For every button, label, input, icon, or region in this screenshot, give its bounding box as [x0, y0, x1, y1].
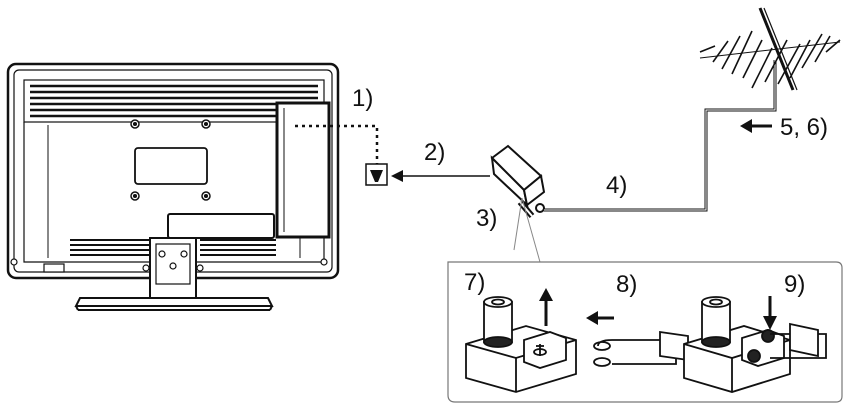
detail-connector-left — [465, 296, 577, 393]
label-step-9: 9) — [784, 271, 805, 298]
label-step-7: 7) — [464, 269, 485, 296]
dotted-cable — [295, 124, 379, 165]
top-vent — [30, 84, 318, 118]
label-step-1: 1) — [352, 85, 373, 112]
label-step-8: 8) — [616, 271, 637, 298]
bottom-vent-left — [70, 239, 150, 256]
arrow-up — [539, 288, 553, 326]
booster-box — [490, 144, 546, 218]
antenna-cable — [544, 60, 777, 212]
vesa-screws — [130, 119, 211, 201]
callout-lines — [513, 197, 541, 263]
antenna-socket — [365, 163, 388, 186]
arrow-to-mast — [740, 119, 772, 133]
label-step-5-6: 5, 6) — [780, 114, 828, 141]
bottom-vent-right — [200, 239, 276, 256]
arrow-down — [763, 296, 777, 330]
label-step-2: 2) — [424, 139, 445, 166]
wire-leads — [593, 330, 689, 367]
detail-connector-right — [683, 296, 827, 393]
label-step-3: 3) — [476, 205, 497, 232]
arrow-left — [586, 311, 614, 325]
arrow-to-socket — [391, 170, 490, 182]
tv-antenna — [699, 7, 841, 91]
tv-rear-view — [6, 62, 340, 311]
label-step-4: 4) — [606, 172, 627, 199]
